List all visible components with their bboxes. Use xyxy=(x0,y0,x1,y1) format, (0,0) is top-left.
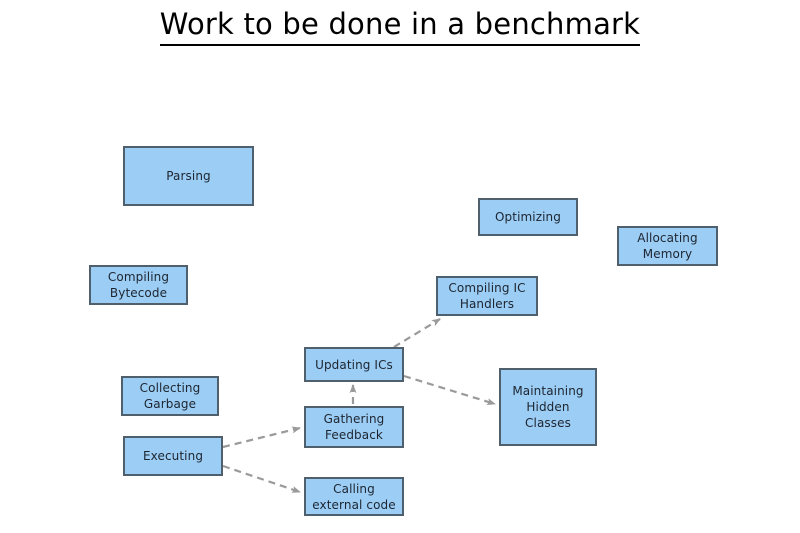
page-title-text: Work to be done in a benchmark xyxy=(159,7,641,46)
edge-updating-ics-maintaining-hidden xyxy=(403,374,496,406)
node-calling-external-code[interactable]: Calling external code xyxy=(304,477,404,516)
node-label: Maintaining Hidden Classes xyxy=(512,384,584,430)
node-executing[interactable]: Executing xyxy=(123,436,223,476)
edge-executing-gathering-feedback xyxy=(222,426,301,449)
node-label: Allocating Memory xyxy=(637,231,698,261)
page-title: Work to be done in a benchmark xyxy=(0,7,800,46)
node-label: Updating ICs xyxy=(315,357,393,372)
node-label: Parsing xyxy=(166,169,211,183)
node-maintaining-hidden-classes[interactable]: Maintaining Hidden Classes xyxy=(499,368,597,446)
node-updating-ics[interactable]: Updating ICs xyxy=(304,347,404,382)
node-label: Compiling IC Handlers xyxy=(448,281,526,311)
node-optimizing[interactable]: Optimizing xyxy=(478,198,578,236)
node-label: Executing xyxy=(142,449,204,463)
edge-executing-calling-external xyxy=(222,464,301,494)
node-label: Collecting Garbage xyxy=(139,381,201,411)
node-gathering-feedback[interactable]: Gathering Feedback xyxy=(304,406,404,448)
node-allocating-memory[interactable]: Allocating Memory xyxy=(617,226,718,266)
node-compiling-bytecode[interactable]: Compiling Bytecode xyxy=(89,265,188,305)
node-label: Optimizing xyxy=(495,210,561,224)
node-parsing[interactable]: Parsing xyxy=(123,146,254,206)
node-compiling-ic-handlers[interactable]: Compiling IC Handlers xyxy=(436,276,538,316)
node-label: Compiling Bytecode xyxy=(107,270,170,300)
node-label: Gathering Feedback xyxy=(323,412,385,442)
node-collecting-garbage[interactable]: Collecting Garbage xyxy=(121,376,219,416)
node-label: Calling external code xyxy=(312,481,396,512)
edge-updating-ics-compiling-ic xyxy=(393,318,441,348)
